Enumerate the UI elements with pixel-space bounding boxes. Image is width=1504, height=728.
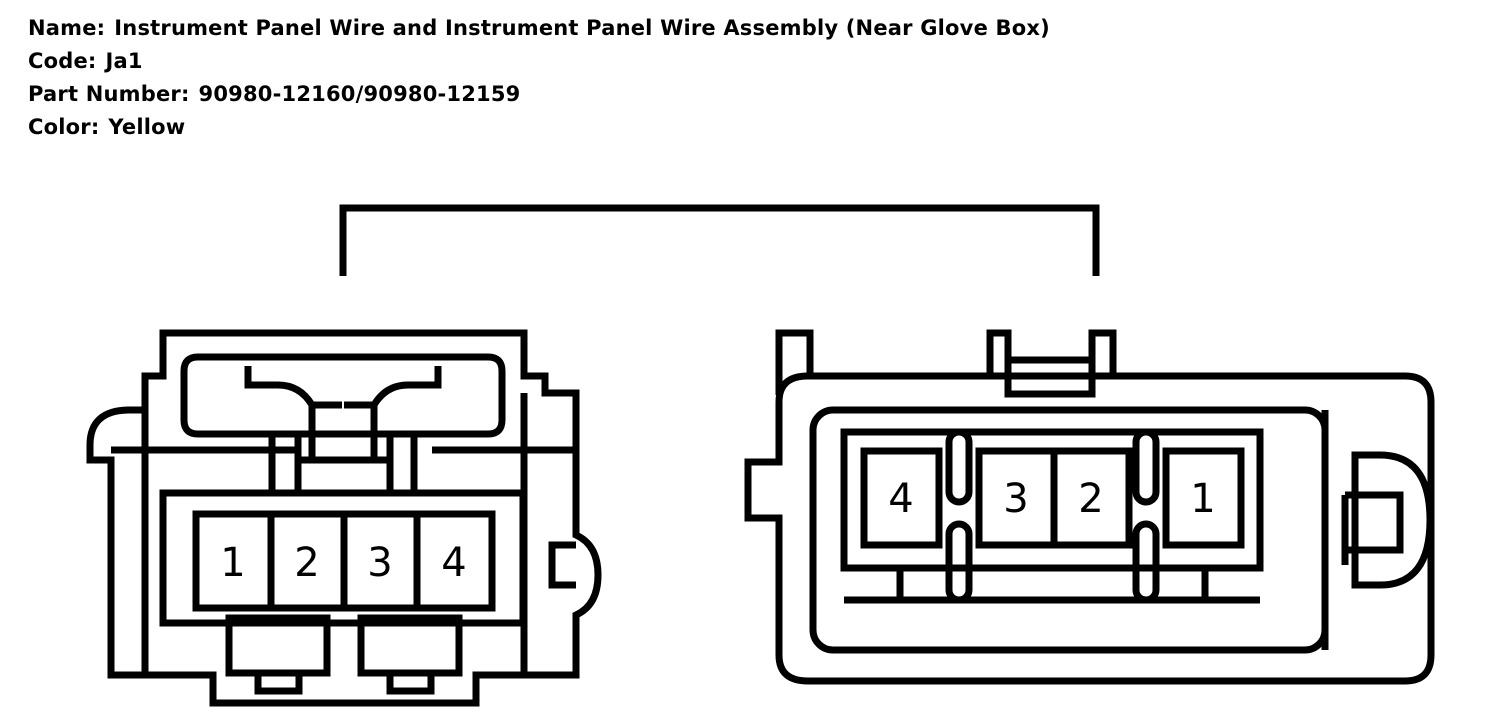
right-pin-cell xyxy=(1162,447,1245,549)
right-pin-frame xyxy=(840,428,1264,572)
right-key-slot xyxy=(945,520,973,604)
left-pin-number: 3 xyxy=(367,540,392,586)
part-number-row: Part Number: 90980-12160/90980-12159 xyxy=(28,78,1050,111)
left-latch-lug xyxy=(268,405,418,493)
right-pin-number: 4 xyxy=(888,476,913,522)
code-value: Ja1 xyxy=(105,49,143,73)
left-bottom-notch xyxy=(254,675,435,695)
code-label: Code: xyxy=(28,49,97,73)
name-row: Name: Instrument Panel Wire and Instrumen… xyxy=(28,12,1050,45)
right-pin-cell xyxy=(1050,447,1133,549)
right-key-slot xyxy=(1132,428,1160,506)
pairing-bracket xyxy=(339,204,1100,276)
left-side-tab xyxy=(548,541,576,589)
left-latch-arm-left xyxy=(244,366,342,409)
right-connector xyxy=(744,329,1435,685)
left-latch-housing xyxy=(180,353,506,438)
left-pin-cell xyxy=(413,510,496,612)
left-pin-number: 2 xyxy=(294,540,319,586)
color-label: Color: xyxy=(28,115,100,139)
right-pin-number: 2 xyxy=(1078,476,1103,522)
name-label: Name: xyxy=(28,16,106,40)
part-number-value: 90980-12160/90980-12159 xyxy=(198,82,521,106)
left-cavity-frame xyxy=(159,489,527,627)
right-pin-cell xyxy=(860,447,943,549)
right-key-slot xyxy=(945,428,973,506)
color-row: Color: Yellow xyxy=(28,111,1050,144)
right-connector-body xyxy=(744,372,1435,685)
connector-info: Name: Instrument Panel Wire and Instrumen… xyxy=(28,12,1050,144)
left-bottom-tab xyxy=(357,614,463,677)
left-connector-body xyxy=(86,329,602,707)
name-value: Instrument Panel Wire and Instrument Pan… xyxy=(114,16,1050,40)
color-value: Yellow xyxy=(108,115,186,139)
right-side-lock xyxy=(1341,451,1434,589)
right-pin-number: 3 xyxy=(1003,476,1028,522)
left-bottom-tab xyxy=(225,614,331,677)
code-row: Code: Ja1 xyxy=(28,45,1050,78)
right-key-slot xyxy=(1132,520,1160,604)
right-inner-housing xyxy=(809,406,1329,654)
left-latch-arm-right xyxy=(344,366,442,409)
right-pin-floor xyxy=(844,568,1260,604)
part-number-label: Part Number: xyxy=(28,82,190,106)
left-pin-number: 4 xyxy=(441,540,466,586)
right-pin-number: 1 xyxy=(1190,476,1215,522)
left-pin-number: 1 xyxy=(220,540,245,586)
left-connector xyxy=(86,329,602,707)
right-connector-top-tabs xyxy=(775,329,1117,395)
